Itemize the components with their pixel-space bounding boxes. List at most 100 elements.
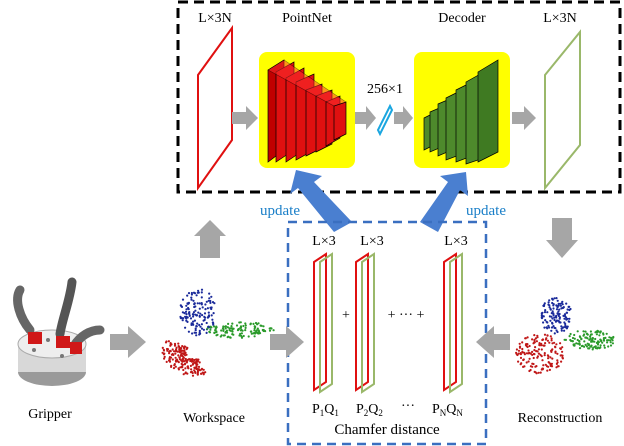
point	[568, 305, 571, 308]
update-arrow-right	[420, 172, 468, 232]
point	[557, 310, 560, 313]
point	[210, 295, 213, 298]
point	[602, 332, 605, 335]
point	[207, 299, 210, 302]
point	[527, 360, 530, 363]
point	[549, 356, 552, 359]
point	[167, 340, 170, 343]
point	[178, 356, 181, 359]
point	[596, 342, 600, 345]
point	[531, 353, 534, 356]
point	[200, 372, 203, 375]
point	[547, 357, 550, 360]
point	[264, 330, 267, 333]
point	[555, 329, 558, 332]
arrow-down-from-output	[546, 218, 578, 258]
point	[550, 329, 553, 332]
point	[515, 353, 518, 356]
point	[545, 337, 548, 340]
point	[519, 363, 522, 366]
point	[228, 329, 231, 332]
point	[551, 298, 554, 301]
pairn-size-label: L×3	[444, 234, 467, 249]
point	[533, 341, 536, 344]
point	[163, 357, 166, 360]
point	[208, 330, 211, 333]
reconstruction-point-cloud	[515, 297, 615, 375]
latent-size-label: 256×1	[367, 82, 403, 97]
output-slab	[544, 29, 581, 191]
decoder-title: Decoder	[438, 11, 486, 26]
point	[550, 350, 553, 353]
point	[545, 365, 549, 368]
point	[587, 343, 591, 346]
point	[533, 353, 536, 356]
point	[196, 322, 199, 325]
point	[194, 327, 197, 330]
point	[204, 316, 207, 319]
point	[586, 337, 589, 340]
point	[196, 371, 199, 374]
point	[231, 322, 234, 325]
point	[166, 348, 169, 351]
point	[549, 335, 552, 338]
point	[179, 350, 183, 353]
point	[531, 338, 534, 341]
point	[569, 332, 572, 336]
point	[575, 342, 578, 345]
point	[226, 336, 229, 339]
point	[171, 358, 174, 361]
point	[190, 291, 193, 295]
point	[249, 322, 252, 325]
point	[537, 352, 541, 355]
point	[522, 358, 525, 361]
point	[191, 332, 194, 335]
point	[541, 311, 544, 314]
point	[589, 335, 592, 338]
point	[244, 326, 247, 329]
point	[187, 292, 191, 295]
point	[209, 328, 212, 331]
point	[174, 365, 177, 368]
workspace-point-cloud	[161, 288, 275, 377]
point	[231, 330, 234, 333]
point	[584, 330, 587, 333]
point	[533, 334, 536, 337]
point	[193, 369, 196, 372]
point	[518, 346, 522, 349]
point	[571, 336, 575, 340]
point	[181, 358, 184, 361]
point	[550, 315, 553, 318]
point	[556, 305, 559, 308]
point	[540, 317, 544, 320]
point	[536, 334, 539, 337]
point	[546, 339, 550, 342]
point	[268, 327, 271, 330]
point	[551, 321, 554, 324]
point	[169, 356, 173, 359]
point	[609, 341, 612, 344]
point	[533, 349, 536, 352]
arrow-workspace-to-chamfer	[270, 326, 304, 358]
point	[189, 317, 193, 320]
point	[240, 335, 243, 338]
point	[237, 328, 240, 331]
point	[549, 362, 552, 366]
point	[561, 326, 564, 329]
point	[176, 360, 179, 363]
arrow-reconstruction-to-chamfer	[476, 326, 510, 358]
output-size-label: L×3N	[543, 11, 577, 26]
point	[573, 337, 576, 340]
point	[191, 371, 194, 375]
point	[563, 317, 566, 320]
point	[188, 314, 191, 317]
point	[186, 320, 189, 323]
point	[174, 360, 178, 363]
point	[552, 325, 555, 328]
point	[161, 351, 164, 354]
point	[205, 321, 208, 325]
point	[194, 361, 197, 364]
chamfer-pair-1	[313, 252, 333, 394]
pair2-size-label: L×3	[360, 234, 383, 249]
point	[186, 316, 189, 319]
